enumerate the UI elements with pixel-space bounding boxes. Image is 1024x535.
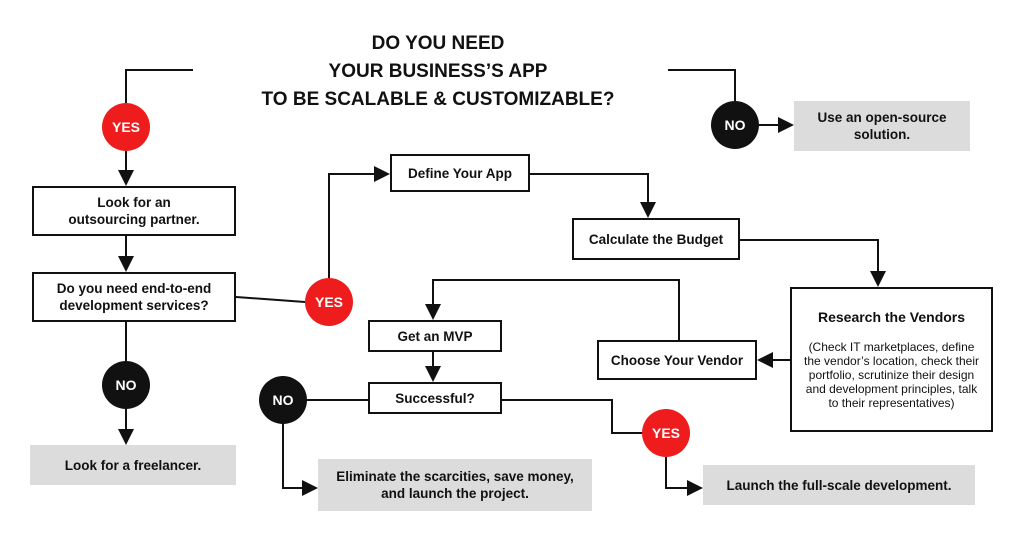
calculate-budget-box: Calculate the Budget — [572, 218, 740, 260]
outsourcing-box: Look for an outsourcing partner. — [32, 186, 236, 236]
title-line-2: YOUR BUSINESS’S APP — [328, 61, 548, 82]
main-question-title: DO YOU NEED YOUR BUSINESS’S APP TO BE SC… — [238, 30, 638, 114]
title-line-1: DO YOU NEED — [371, 33, 505, 54]
successful-question-box: Successful? — [368, 382, 502, 414]
yes-badge-bottom: YES — [642, 409, 690, 457]
launch-development-box: Launch the full-scale development. — [703, 465, 975, 505]
freelancer-box: Look for a freelancer. — [30, 445, 236, 485]
open-source-box: Use an open-source solution. — [794, 101, 970, 151]
yes-badge-middle: YES — [305, 278, 353, 326]
research-detail: (Check IT marketplaces, define the vendo… — [804, 340, 979, 410]
end-to-end-question-box: Do you need end-to-end development servi… — [32, 272, 236, 322]
research-title: Research the Vendors — [817, 309, 966, 325]
research-vendors-box: Research the Vendors (Check IT marketpla… — [790, 287, 993, 432]
no-badge-left: NO — [102, 361, 150, 409]
define-app-box: Define Your App — [390, 154, 530, 192]
eliminate-scarcities-box: Eliminate the scarcities, save money, an… — [318, 459, 592, 511]
choose-vendor-box: Choose Your Vendor — [597, 340, 757, 380]
title-line-3: TO BE SCALABLE & CUSTOMIZABLE? — [261, 89, 615, 110]
no-badge-top: NO — [711, 101, 759, 149]
no-badge-bottom: NO — [259, 376, 307, 424]
yes-badge-top: YES — [102, 103, 150, 151]
get-mvp-box: Get an MVP — [368, 320, 502, 352]
